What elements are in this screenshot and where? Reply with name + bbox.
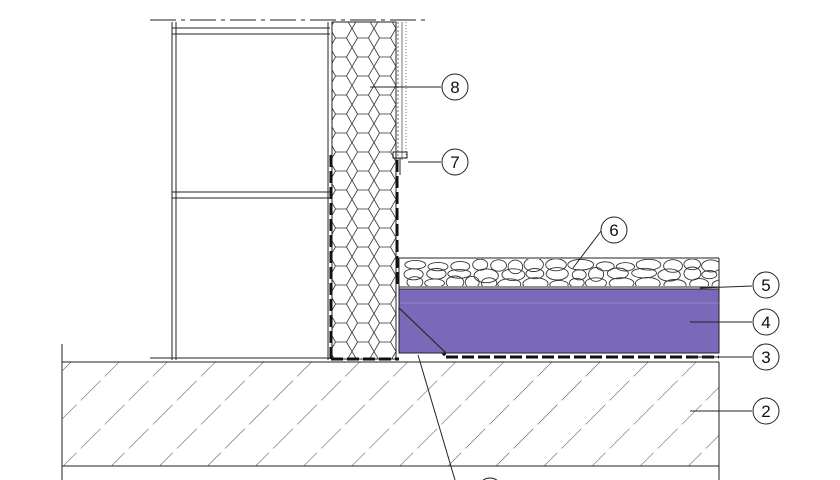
- callout-5-label: 5: [761, 276, 770, 295]
- gravel-stone: [426, 268, 447, 280]
- gravel-stone: [480, 277, 498, 286]
- gravel-stone: [497, 278, 522, 286]
- gravel-stone: [683, 259, 701, 271]
- separation-layer: [399, 286, 719, 290]
- gravel-stone: [606, 267, 629, 280]
- gravel-stone: [549, 279, 569, 286]
- gravel-stone: [584, 277, 607, 286]
- gravel-stone: [473, 268, 499, 284]
- gravel-stone: [701, 270, 718, 280]
- gravel-stone: [427, 261, 449, 272]
- gravel-stone: [545, 259, 567, 272]
- gravel-stone: [447, 268, 472, 279]
- roof-insulation-board: [398, 288, 720, 354]
- gravel-stone: [464, 275, 480, 286]
- callout-2-label: 2: [761, 402, 770, 421]
- gravel-stone: [663, 279, 687, 286]
- gravel-stone: [689, 278, 710, 286]
- gravel-stone: [403, 268, 424, 281]
- callout-2: 2: [690, 397, 780, 425]
- gravel-stone: [571, 269, 587, 281]
- gravel-stone: [404, 259, 427, 270]
- gravel-stone: [595, 261, 615, 272]
- wall-frame: [150, 19, 430, 360]
- gravel-stone: [683, 266, 702, 281]
- gravel-stone: [522, 277, 549, 286]
- gravel-stone: [406, 276, 424, 286]
- gravel-stone: [635, 259, 662, 271]
- gravel-stone: [523, 259, 544, 272]
- callout-4-label: 4: [761, 313, 770, 332]
- callout-3-label: 3: [761, 348, 770, 367]
- gravel-stone: [657, 268, 681, 282]
- leader-bottom: [417, 354, 456, 480]
- gravel-stone: [545, 267, 569, 281]
- callout-5: 5: [699, 271, 780, 299]
- callout-8: 8: [370, 73, 469, 101]
- gravel-stone: [608, 277, 635, 286]
- callout-6: 6: [572, 216, 628, 269]
- callout-4: 4: [690, 308, 780, 336]
- gravel-stone: [567, 259, 595, 271]
- gravel-stone: [568, 277, 585, 286]
- gravel-stone: [615, 262, 635, 272]
- gravel-stone: [701, 259, 719, 273]
- callout-6-label: 6: [609, 221, 618, 240]
- gravel-stone: [424, 278, 445, 286]
- vertical-insulation: [331, 21, 407, 360]
- gravel-stone: [525, 268, 545, 280]
- concrete-slab: [61, 344, 720, 480]
- gravel-stone: [663, 259, 683, 273]
- gravel-stone: [450, 260, 471, 272]
- termination-bar: [392, 151, 408, 175]
- gravel-stone: [588, 266, 605, 282]
- gravel-layer: [398, 257, 720, 289]
- gravel-stone: [507, 259, 524, 275]
- gravel-stone: [711, 279, 719, 286]
- callout-7-label: 7: [450, 153, 459, 172]
- callout-8-label: 8: [450, 78, 459, 97]
- callout-7: 7: [408, 148, 469, 176]
- gravel-stone: [490, 259, 507, 272]
- callout-3: 3: [690, 343, 780, 371]
- gravel-stone: [501, 268, 526, 282]
- gravel-stone: [445, 275, 465, 286]
- gravel-stone: [634, 277, 661, 286]
